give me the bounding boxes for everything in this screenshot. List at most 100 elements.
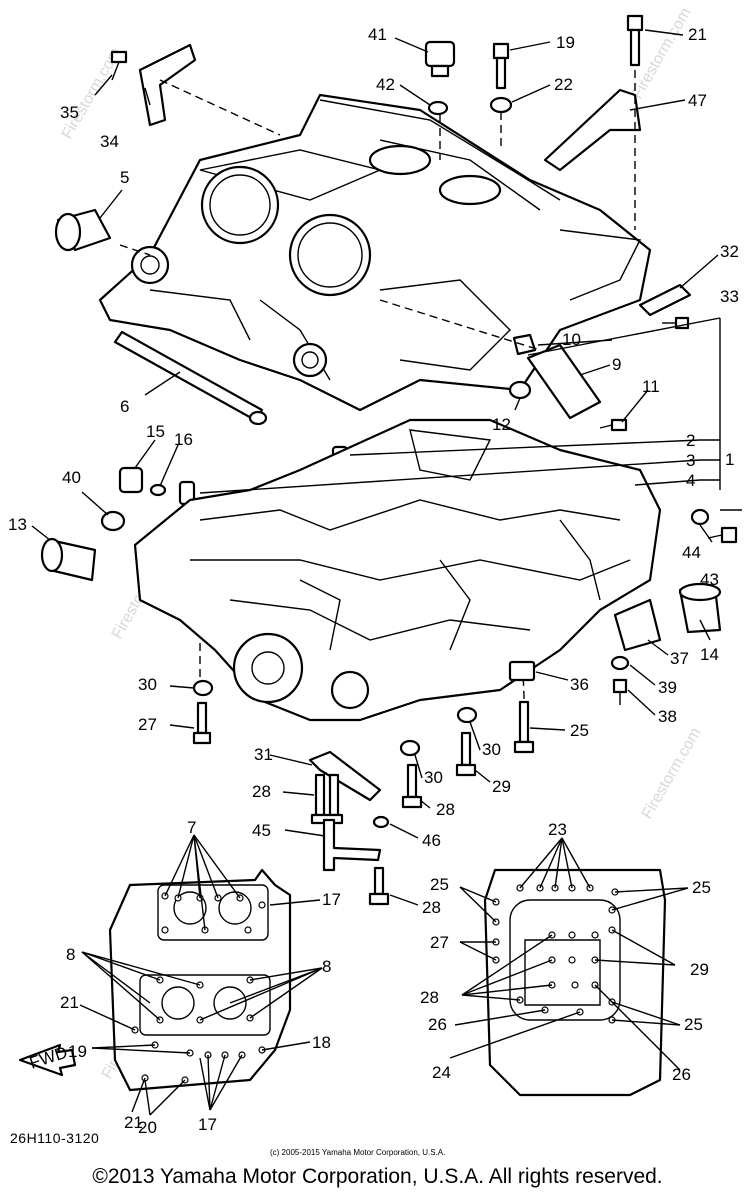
part-21-bolt — [626, 14, 644, 67]
part-30-washer — [399, 739, 421, 757]
callout-label: 38 — [658, 707, 677, 726]
part-29-bolt — [455, 731, 477, 777]
part-28-bolt — [401, 763, 423, 809]
part-14-plug — [678, 582, 722, 634]
part-15-plug — [118, 466, 144, 494]
callout-labels: 1 2 3 4 5 6 7 8 8 9 10 11 12 13 14 15 16… — [8, 25, 739, 1137]
callout-label: 1 — [725, 450, 734, 469]
part-38-bolt — [612, 678, 628, 705]
part-28-bolt — [368, 866, 390, 906]
callout-label: 30 — [424, 768, 443, 787]
callout-label: 8 — [322, 957, 331, 976]
callout-label: 21 — [60, 993, 79, 1012]
part-41-cap — [424, 40, 456, 78]
callout-label: 25 — [692, 878, 711, 897]
part-35-bolt — [110, 50, 128, 81]
part-36-clip — [508, 660, 536, 682]
callout-label: 14 — [700, 645, 719, 664]
part-33-bolt — [662, 316, 690, 330]
callout-label: 21 — [124, 1113, 143, 1132]
part-46-o-ring — [372, 815, 390, 829]
callout-label: 29 — [492, 777, 511, 796]
part-37-bracket — [613, 598, 662, 652]
callout-label: 41 — [368, 25, 387, 44]
callout-label: 4 — [686, 471, 695, 490]
alignment-line — [159, 79, 281, 136]
callout-label: 18 — [312, 1033, 331, 1052]
fwd-arrow: FWD — [18, 1043, 77, 1077]
callout-label: 13 — [8, 515, 27, 534]
callout-label: 35 — [60, 103, 79, 122]
upper-crankcase-drawing — [98, 93, 652, 412]
callout-label: 6 — [120, 397, 129, 416]
callout-label: 45 — [252, 821, 271, 840]
callout-label: 25 — [430, 875, 449, 894]
callout-label: 29 — [690, 960, 709, 979]
part-16-o-ring — [149, 483, 167, 497]
part-30-washer — [192, 679, 214, 697]
callout-label: 32 — [720, 242, 739, 261]
callout-label: 17 — [198, 1115, 217, 1134]
alignment-line — [119, 244, 151, 256]
callout-label: 19 — [556, 33, 575, 52]
cylinder-bore-left — [200, 165, 280, 245]
part-47-bracket — [543, 88, 642, 172]
cylinder-bore-right — [288, 213, 372, 297]
watermark-text: Firestorm.com — [639, 725, 705, 822]
part-5-plug — [54, 208, 112, 252]
callout-label: 28 — [252, 782, 271, 801]
callout-label: 9 — [612, 355, 621, 374]
part-11-screw — [599, 418, 628, 432]
part-9-cover — [526, 343, 602, 420]
callout-label: 40 — [62, 468, 81, 487]
callout-label: 27 — [430, 933, 449, 952]
callout-label: 37 — [670, 649, 689, 668]
callout-label: 28 — [422, 898, 441, 917]
part-39-washer — [610, 655, 630, 671]
copyright-notice: ©2013 Yamaha Motor Corporation, U.S.A. A… — [92, 1165, 663, 1188]
small-copyright: (c) 2005-2015 Yamaha Motor Corporation, … — [270, 1148, 446, 1157]
part-34-bracket — [138, 43, 197, 127]
callout-label: 15 — [146, 422, 165, 441]
callout-label: 16 — [174, 430, 193, 449]
callout-label: 42 — [376, 75, 395, 94]
callout-label: 21 — [688, 25, 707, 44]
callout-label: 23 — [548, 820, 567, 839]
callout-label: 19 — [68, 1042, 87, 1061]
callout-label: 44 — [682, 543, 701, 562]
part-28-bolts — [310, 773, 344, 825]
callout-label: 26 — [672, 1065, 691, 1084]
part-30-washer — [456, 706, 478, 724]
callout-label: 24 — [432, 1063, 451, 1082]
lower-crankcase-drawing — [133, 418, 662, 722]
part-13-plug — [40, 537, 97, 582]
callout-label: 25 — [684, 1015, 703, 1034]
callout-label: 39 — [658, 678, 677, 697]
callout-label: 3 — [686, 451, 695, 470]
callout-label: 20 — [138, 1118, 157, 1137]
callout-label: 47 — [688, 91, 707, 110]
callout-label: 8 — [66, 945, 75, 964]
callout-label: 10 — [562, 330, 581, 349]
drawing-code: 26H110-3120 — [10, 1130, 100, 1146]
callout-label: 28 — [420, 988, 439, 1007]
part-25-bolt — [513, 700, 535, 754]
part-43-bolt — [707, 526, 738, 544]
callout-label: 43 — [700, 570, 719, 589]
callout-label: 46 — [422, 831, 441, 850]
part-6-pipe — [113, 330, 268, 426]
callout-label: 36 — [570, 675, 589, 694]
part-44-washer — [690, 508, 710, 526]
callout-label: 11 — [642, 377, 660, 396]
part-40-plug — [100, 510, 126, 532]
callout-label: 25 — [570, 721, 589, 740]
callout-label: 31 — [254, 745, 273, 764]
crankcase-parts-diagram: Firestorm.com Firestorm.com Firestorm.co… — [8, 5, 742, 1137]
callout-label: 34 — [100, 132, 119, 151]
upper-case-top-view — [108, 868, 292, 1092]
part-32-bracket — [638, 283, 692, 317]
callout-label: 12 — [492, 415, 511, 434]
callout-label: 33 — [720, 287, 739, 306]
lower-case-bottom-view — [483, 868, 667, 1097]
part-42-o-ring — [427, 100, 449, 116]
